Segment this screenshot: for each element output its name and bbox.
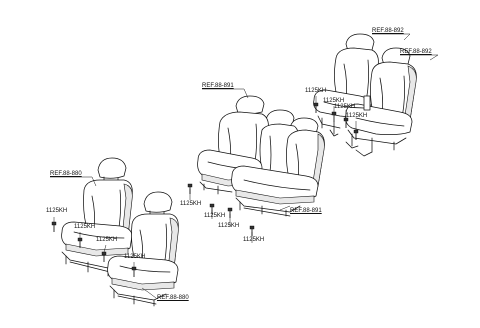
ref-label-third-row-left: REF.88-892 [372, 28, 404, 34]
bolt-icon [331, 111, 337, 122]
ref-label-second-row-bottom: REF.88-891 [290, 208, 322, 214]
bolt-icon [51, 221, 57, 232]
third-row-seat [313, 33, 417, 157]
bolt-label: 1125KH [74, 224, 96, 230]
bolt-label: 1125KH [243, 237, 265, 243]
bolt-icon [131, 266, 137, 277]
bolt-label: 1125KH [204, 213, 226, 219]
bolt-icon [209, 203, 215, 214]
ref-label-third-row-right: REF.88-892 [400, 49, 432, 55]
bolts [51, 102, 359, 277]
bolt-icon [227, 207, 233, 218]
leader-lines [50, 33, 439, 299]
bolt-icon [313, 102, 319, 113]
ref-label-second-row-top: REF.88-891 [202, 83, 234, 89]
second-row-seat [197, 95, 325, 217]
bolt-label: 1125KH [218, 223, 240, 229]
bolt-label: 1125KH [46, 208, 68, 214]
bolt-label: 1125KH [346, 113, 368, 119]
bolt-label: 1125KH [180, 201, 202, 207]
ref-label-front-right: REF.88-880 [157, 295, 189, 301]
bolt-icon [101, 251, 107, 262]
bolt-label: 1125KH [124, 254, 146, 260]
bolt-icon [187, 183, 193, 194]
bolt-icon [77, 237, 83, 248]
ref-label-front-left: REF.88-880 [50, 171, 82, 177]
bolt-icon [249, 225, 255, 236]
bolt-icon [343, 117, 349, 128]
bolt-icon [353, 129, 359, 140]
bolt-label: 1125KH [334, 104, 356, 110]
front-right-seat [107, 191, 179, 307]
bolt-label: 1125KH [305, 88, 327, 94]
front-left-seat [61, 157, 133, 277]
bolt-label: 1125KH [96, 237, 118, 243]
bolt-label: 1125KH [323, 98, 345, 104]
